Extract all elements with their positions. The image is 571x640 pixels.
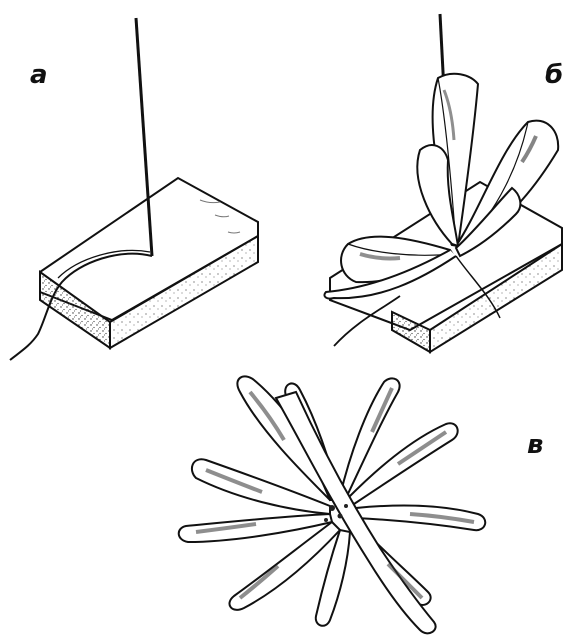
label-step-a: а xyxy=(30,62,48,88)
label-step-b: б xyxy=(545,62,563,88)
step-b-drawing xyxy=(324,14,562,352)
bow-loop-3 xyxy=(179,514,332,542)
step-c-drawing xyxy=(179,376,486,633)
bow-loop-7 xyxy=(356,506,485,531)
label-step-c: в xyxy=(527,432,543,458)
